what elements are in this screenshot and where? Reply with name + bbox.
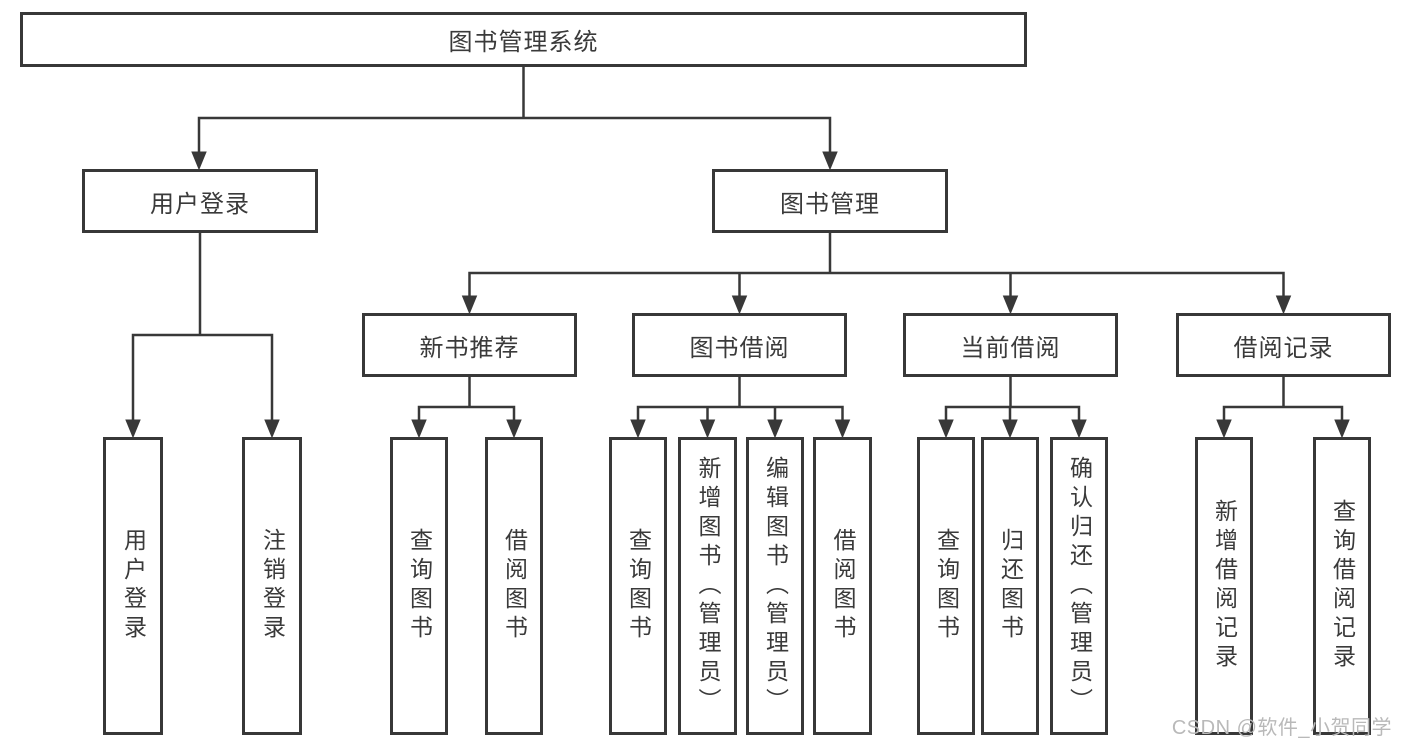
leaf-label: 新增借阅记录 [1211, 499, 1238, 673]
arrowhead [1334, 419, 1350, 439]
leaf-add-books-admin: 新增图书（管理员） [678, 437, 737, 735]
leaf-label: 查询图书 [406, 528, 433, 644]
leaf-label: 新增图书（管理员） [695, 455, 721, 717]
csdn-watermark: CSDN @软件_小贺同学 [1171, 717, 1392, 739]
node-book-borrowing: 图书借阅 [632, 313, 847, 377]
leaf-return-books: 归还图书 [981, 437, 1039, 735]
arrowhead [1002, 419, 1018, 439]
arrowhead [1071, 419, 1087, 439]
leaf-user-login: 用户登录 [103, 437, 163, 735]
leaf-label: 编辑图书（管理员） [762, 455, 789, 717]
arrowhead [411, 419, 427, 439]
arrowhead [1275, 295, 1292, 315]
arrowhead [1216, 419, 1232, 439]
edge-newbooks-to-leaves [417, 375, 516, 423]
edge-root-to-level2 [197, 64, 832, 155]
arrowhead [767, 419, 783, 439]
arrowhead [506, 419, 522, 439]
leaf-label: 查询图书 [625, 528, 652, 644]
arrowhead [1002, 295, 1019, 315]
leaf-borrow-books-borrowing: 借阅图书 [813, 437, 872, 735]
edge-borrowrecords-to-leaves [1222, 375, 1344, 423]
leaf-logout: 注销登录 [242, 437, 302, 735]
node-book-management: 图书管理 [712, 169, 948, 233]
leaf-label: 注销登录 [259, 528, 286, 644]
leaf-label: 确认归还（管理员） [1066, 455, 1093, 717]
arrowhead [264, 419, 280, 439]
leaf-confirm-return-admin: 确认归还（管理员） [1050, 437, 1108, 735]
leaf-label: 归还图书 [997, 528, 1024, 644]
leaf-label: 查询图书 [933, 528, 960, 644]
arrowhead [191, 151, 207, 171]
node-user-login: 用户登录 [82, 169, 318, 233]
arrowhead [125, 419, 141, 439]
leaf-add-borrow-record: 新增借阅记录 [1195, 437, 1253, 735]
edge-userlogin-to-leaves [131, 231, 274, 423]
edge-bookmgmt-to-level3 [468, 231, 1285, 299]
arrowhead [938, 419, 954, 439]
arrowhead [630, 419, 646, 439]
node-library-system: 图书管理系统 [20, 12, 1027, 67]
arrowhead [731, 295, 748, 315]
leaf-label: 用户登录 [120, 528, 147, 644]
node-borrow-records: 借阅记录 [1176, 313, 1391, 377]
leaf-label: 借阅图书 [830, 528, 856, 644]
leaf-label: 查询借阅记录 [1329, 499, 1356, 673]
leaf-label: 借阅图书 [501, 528, 528, 644]
leaf-query-books-recommend: 查询图书 [390, 437, 448, 735]
arrowhead [461, 295, 478, 315]
leaf-query-books-borrowing: 查询图书 [609, 437, 667, 735]
edge-currentborrow-to-leaves [944, 375, 1081, 423]
node-new-book-recommend: 新书推荐 [362, 313, 577, 377]
arrowhead [699, 419, 716, 439]
leaf-borrow-books-recommend: 借阅图书 [485, 437, 543, 735]
edge-bookborrow-to-leaves [636, 375, 844, 423]
leaf-edit-books-admin: 编辑图书（管理员） [746, 437, 804, 735]
leaf-query-borrow-record: 查询借阅记录 [1313, 437, 1371, 735]
arrowhead [834, 419, 851, 439]
leaf-query-books-current: 查询图书 [917, 437, 975, 735]
node-current-borrowing: 当前借阅 [903, 313, 1118, 377]
arrowhead [822, 151, 838, 171]
